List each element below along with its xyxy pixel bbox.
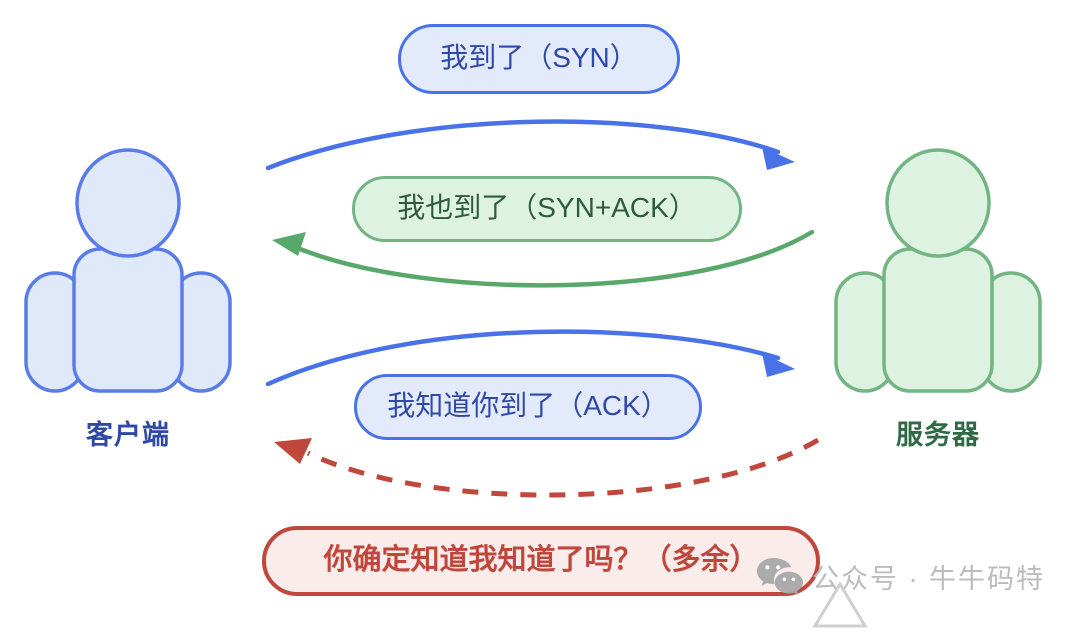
arrow-ack-head — [762, 353, 795, 377]
actor-client: 客户端 — [18, 145, 238, 450]
arrow-ack — [265, 329, 795, 387]
wechat-icon — [757, 558, 803, 596]
actor-server: 服务器 — [828, 145, 1048, 450]
watermark: 公众号 · 牛牛码特 — [757, 556, 1045, 596]
arrow-redundant — [274, 437, 820, 498]
message-label-syn: 我到了（SYN） — [440, 42, 638, 73]
triangle-icon — [812, 581, 868, 628]
person-torso — [882, 247, 994, 393]
arrow-syn-path — [265, 119, 781, 171]
person-icon — [24, 148, 232, 393]
person-torso — [72, 247, 184, 393]
message-label-redundant: 你确定知道我知道了吗？（多余） — [323, 543, 759, 576]
message-bubble-synack: 我也到了（SYN+ACK） — [352, 176, 742, 242]
arrow-ack-path — [265, 329, 781, 387]
message-label-synack: 我也到了（SYN+ACK） — [397, 192, 697, 223]
arrow-redundant-path — [306, 437, 820, 498]
message-bubble-ack: 我知道你到了（ACK） — [354, 374, 702, 440]
message-bubble-syn: 我到了（SYN） — [398, 24, 680, 94]
arrow-syn — [265, 119, 795, 171]
message-bubble-redundant: 你确定知道我知道了吗？（多余） — [262, 526, 820, 596]
actor-client-label: 客户端 — [86, 420, 170, 450]
arrow-redundant-head — [274, 438, 312, 464]
arrow-synack-head — [272, 232, 306, 256]
arrow-synack-path — [297, 229, 815, 288]
person-icon — [834, 148, 1042, 393]
arrow-synack — [272, 229, 815, 288]
watermark-text: 公众号 · 牛牛码特 — [812, 563, 1045, 594]
person-head — [885, 148, 991, 258]
arrow-syn-head — [762, 147, 795, 170]
person-head — [75, 148, 181, 258]
actor-server-label: 服务器 — [896, 420, 980, 450]
message-label-ack: 我知道你到了（ACK） — [387, 390, 669, 421]
